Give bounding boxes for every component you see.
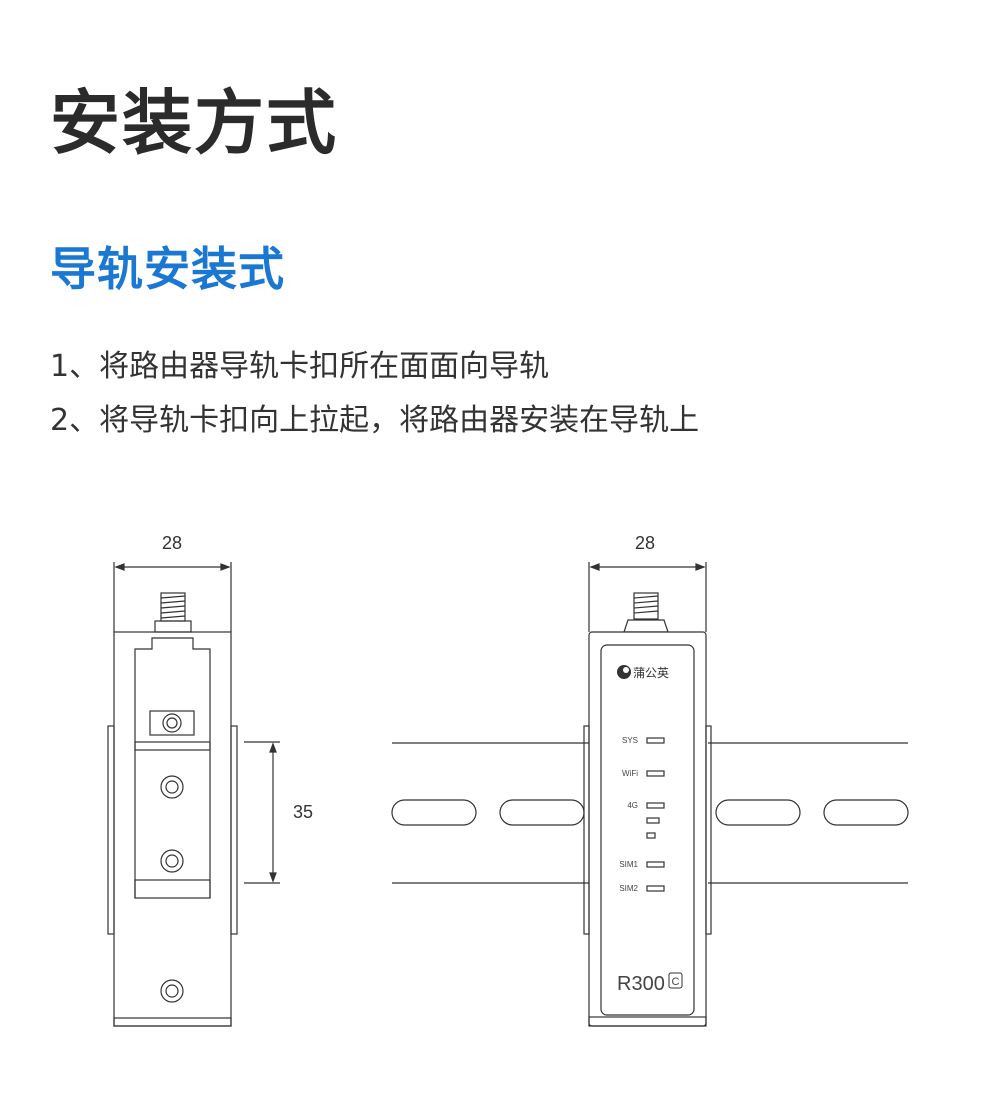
screw-icon [160,849,184,873]
screw-icon [162,713,182,733]
brand-name: 蒲公英 [633,666,669,680]
led-label-sim1: SIM1 [619,860,638,869]
led-label-sys: SYS [622,736,638,745]
led-indicator-signal-2 [646,817,660,824]
screw-icon [160,775,184,799]
step-item-2: 2、将导轨卡扣向上拉起，将路由器安装在导轨上 [50,403,700,438]
rail-height-dimension: 35 [244,741,313,884]
front-view: 28 蒲公英 SYS WiFi 4G SIM [391,533,909,1027]
brand-logo-icon [617,665,631,679]
led-indicator-sim2 [646,885,665,892]
installation-diagram: 28 [107,533,909,1027]
front-antenna-connector-icon [623,592,669,633]
side-antenna-connector-icon [154,592,192,633]
led-indicator-4g [646,802,665,809]
page-title: 安装方式 [50,82,338,164]
model-name: R300 [617,973,665,995]
model-suffix-badge: C [668,972,683,989]
step-list: 1、将路由器导轨卡扣所在面面向导轨 2、将导轨卡扣向上拉起，将路由器安装在导轨上 [50,352,699,460]
led-indicator-sim1 [646,861,665,868]
led-indicator-sys [646,737,665,744]
side-view: 28 [107,533,313,1027]
router-housing [588,631,707,1027]
front-width-dimension: 28 [588,533,707,632]
router-front-panel [600,644,695,1016]
screw-icon [160,979,184,1003]
step-item-1: 1、将路由器导轨卡扣所在面面向导轨 [50,349,550,384]
led-label-sim2: SIM2 [619,884,638,893]
led-label-wifi: WiFi [622,769,638,778]
side-width-label: 28 [162,533,182,553]
side-housing [113,631,232,1027]
led-indicator-wifi [646,770,665,777]
led-label-4g: 4G [627,801,638,810]
side-width-dimension: 28 [113,533,232,632]
model-suffix: C [672,976,680,988]
led-indicator-signal-3 [646,832,656,839]
front-width-label: 28 [635,533,655,553]
section-title: 导轨安装式 [50,242,285,296]
rail-height-label: 35 [293,802,313,822]
